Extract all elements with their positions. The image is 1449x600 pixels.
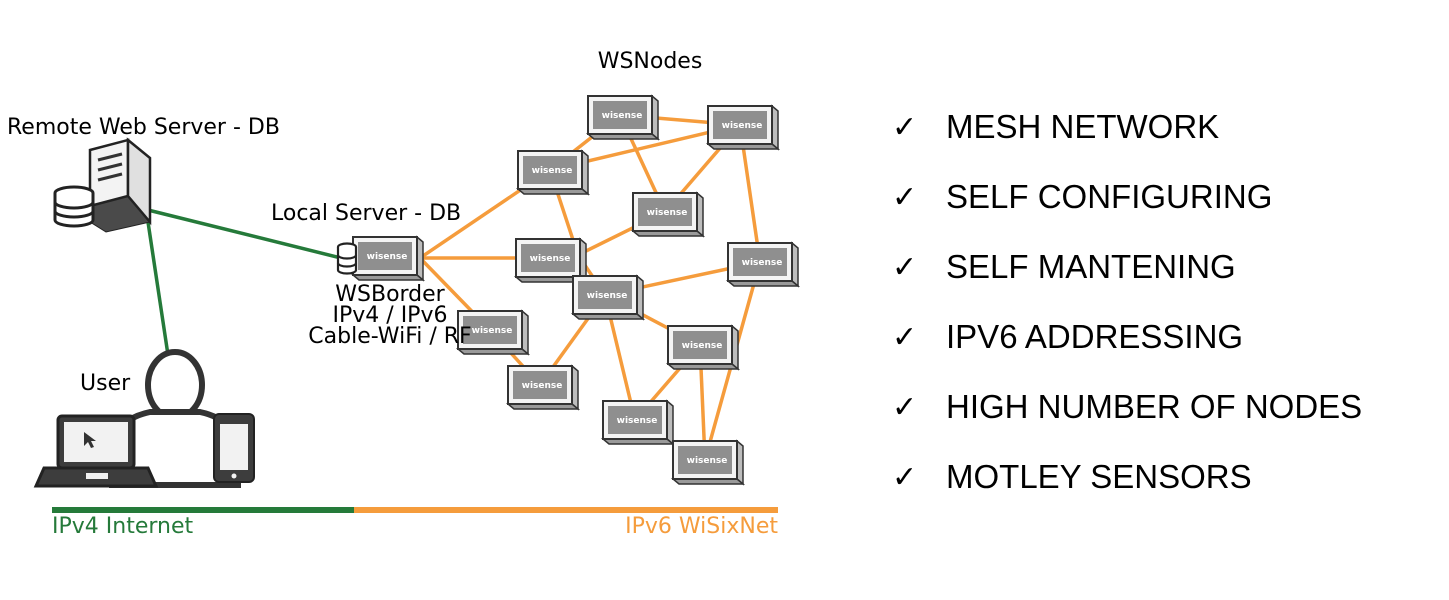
- check-icon: ✓: [892, 389, 918, 425]
- wsborder-line: IPv4 / IPv6: [332, 303, 448, 328]
- local-server-label: Local Server - DB: [271, 201, 462, 226]
- database-icon: [53, 185, 95, 228]
- check-icon: ✓: [892, 109, 918, 145]
- link-remote-to-border: [147, 208, 346, 261]
- sensor-node: wisense: [670, 439, 746, 486]
- feature-item: ✓ MESH NETWORK: [892, 92, 1362, 162]
- feature-text: MESH NETWORK: [946, 108, 1220, 145]
- feature-item: ✓ IPV6 ADDRESSING: [892, 302, 1362, 372]
- feature-text: IPV6 ADDRESSING: [946, 318, 1244, 355]
- ipv6-network-label: IPv6 WiSixNet: [625, 514, 778, 539]
- ipv4-links: [146, 208, 346, 356]
- sensor-node: wisense: [600, 399, 676, 446]
- node-brand-label: wisense: [530, 254, 571, 264]
- sensor-node: wisense: [515, 149, 591, 196]
- check-icon: ✓: [892, 319, 918, 355]
- node-brand-label: wisense: [682, 341, 723, 351]
- wsborder-node: wisense: [350, 235, 426, 282]
- node-brand-label: wisense: [722, 121, 763, 131]
- node-brand-label: wisense: [602, 111, 643, 121]
- sensor-node: wisense: [505, 364, 581, 411]
- node-brand-label: wisense: [647, 208, 688, 218]
- sensor-nodes: wisense wisense wisense wisense wisense wisen…: [350, 94, 801, 486]
- check-icon: ✓: [892, 249, 918, 285]
- wsborder-line: Cable-WiFi / RF: [308, 324, 472, 349]
- node-brand-label: wisense: [617, 416, 658, 426]
- sensor-node: wisense: [705, 104, 781, 151]
- wsborder-label: WSBorder IPv4 / IPv6 Cable-WiFi / RF: [308, 282, 472, 349]
- local-database-icon: [336, 242, 358, 275]
- laptop-icon: [33, 414, 159, 488]
- wsborder-line: WSBorder: [335, 282, 445, 307]
- sensor-node: wisense: [513, 237, 589, 284]
- sensor-node: wisense: [665, 324, 741, 371]
- node-brand-label: wisense: [522, 381, 563, 391]
- node-brand-label: wisense: [472, 326, 513, 336]
- node-brand-label: wisense: [587, 291, 628, 301]
- sensor-node: wisense: [725, 241, 801, 288]
- feature-text: MOTLEY SENSORS: [946, 458, 1252, 495]
- server-icon: [88, 137, 152, 233]
- feature-text: SELF CONFIGURING: [946, 178, 1273, 215]
- node-brand-label: wisense: [367, 252, 408, 262]
- node-brand-label: wisense: [532, 166, 573, 176]
- user-label: User: [80, 371, 131, 396]
- sensor-node: wisense: [455, 309, 531, 356]
- feature-item: ✓ SELF MANTENING: [892, 232, 1362, 302]
- smartphone-icon: [213, 413, 255, 483]
- feature-item: ✓ SELF CONFIGURING: [892, 162, 1362, 232]
- feature-item: ✓ MOTLEY SENSORS: [892, 442, 1362, 512]
- remote-server-label: Remote Web Server - DB: [7, 115, 280, 140]
- check-icon: ✓: [892, 459, 918, 495]
- feature-item: ✓ HIGH NUMBER OF NODES: [892, 372, 1362, 442]
- sensor-node: wisense: [570, 274, 646, 321]
- sensor-node: wisense: [585, 94, 661, 141]
- feature-text: SELF MANTENING: [946, 248, 1236, 285]
- link-remote-to-user: [146, 221, 170, 356]
- wsnodes-label: WSNodes: [597, 49, 703, 74]
- node-brand-label: wisense: [687, 456, 728, 466]
- check-icon: ✓: [892, 179, 918, 215]
- feature-list: ✓ MESH NETWORK ✓ SELF CONFIGURING ✓ SELF MA…: [892, 92, 1362, 512]
- feature-text: HIGH NUMBER OF NODES: [946, 388, 1363, 425]
- ipv4-network-label: IPv4 Internet: [52, 514, 194, 539]
- node-brand-label: wisense: [742, 258, 783, 268]
- sensor-node: wisense: [630, 191, 706, 238]
